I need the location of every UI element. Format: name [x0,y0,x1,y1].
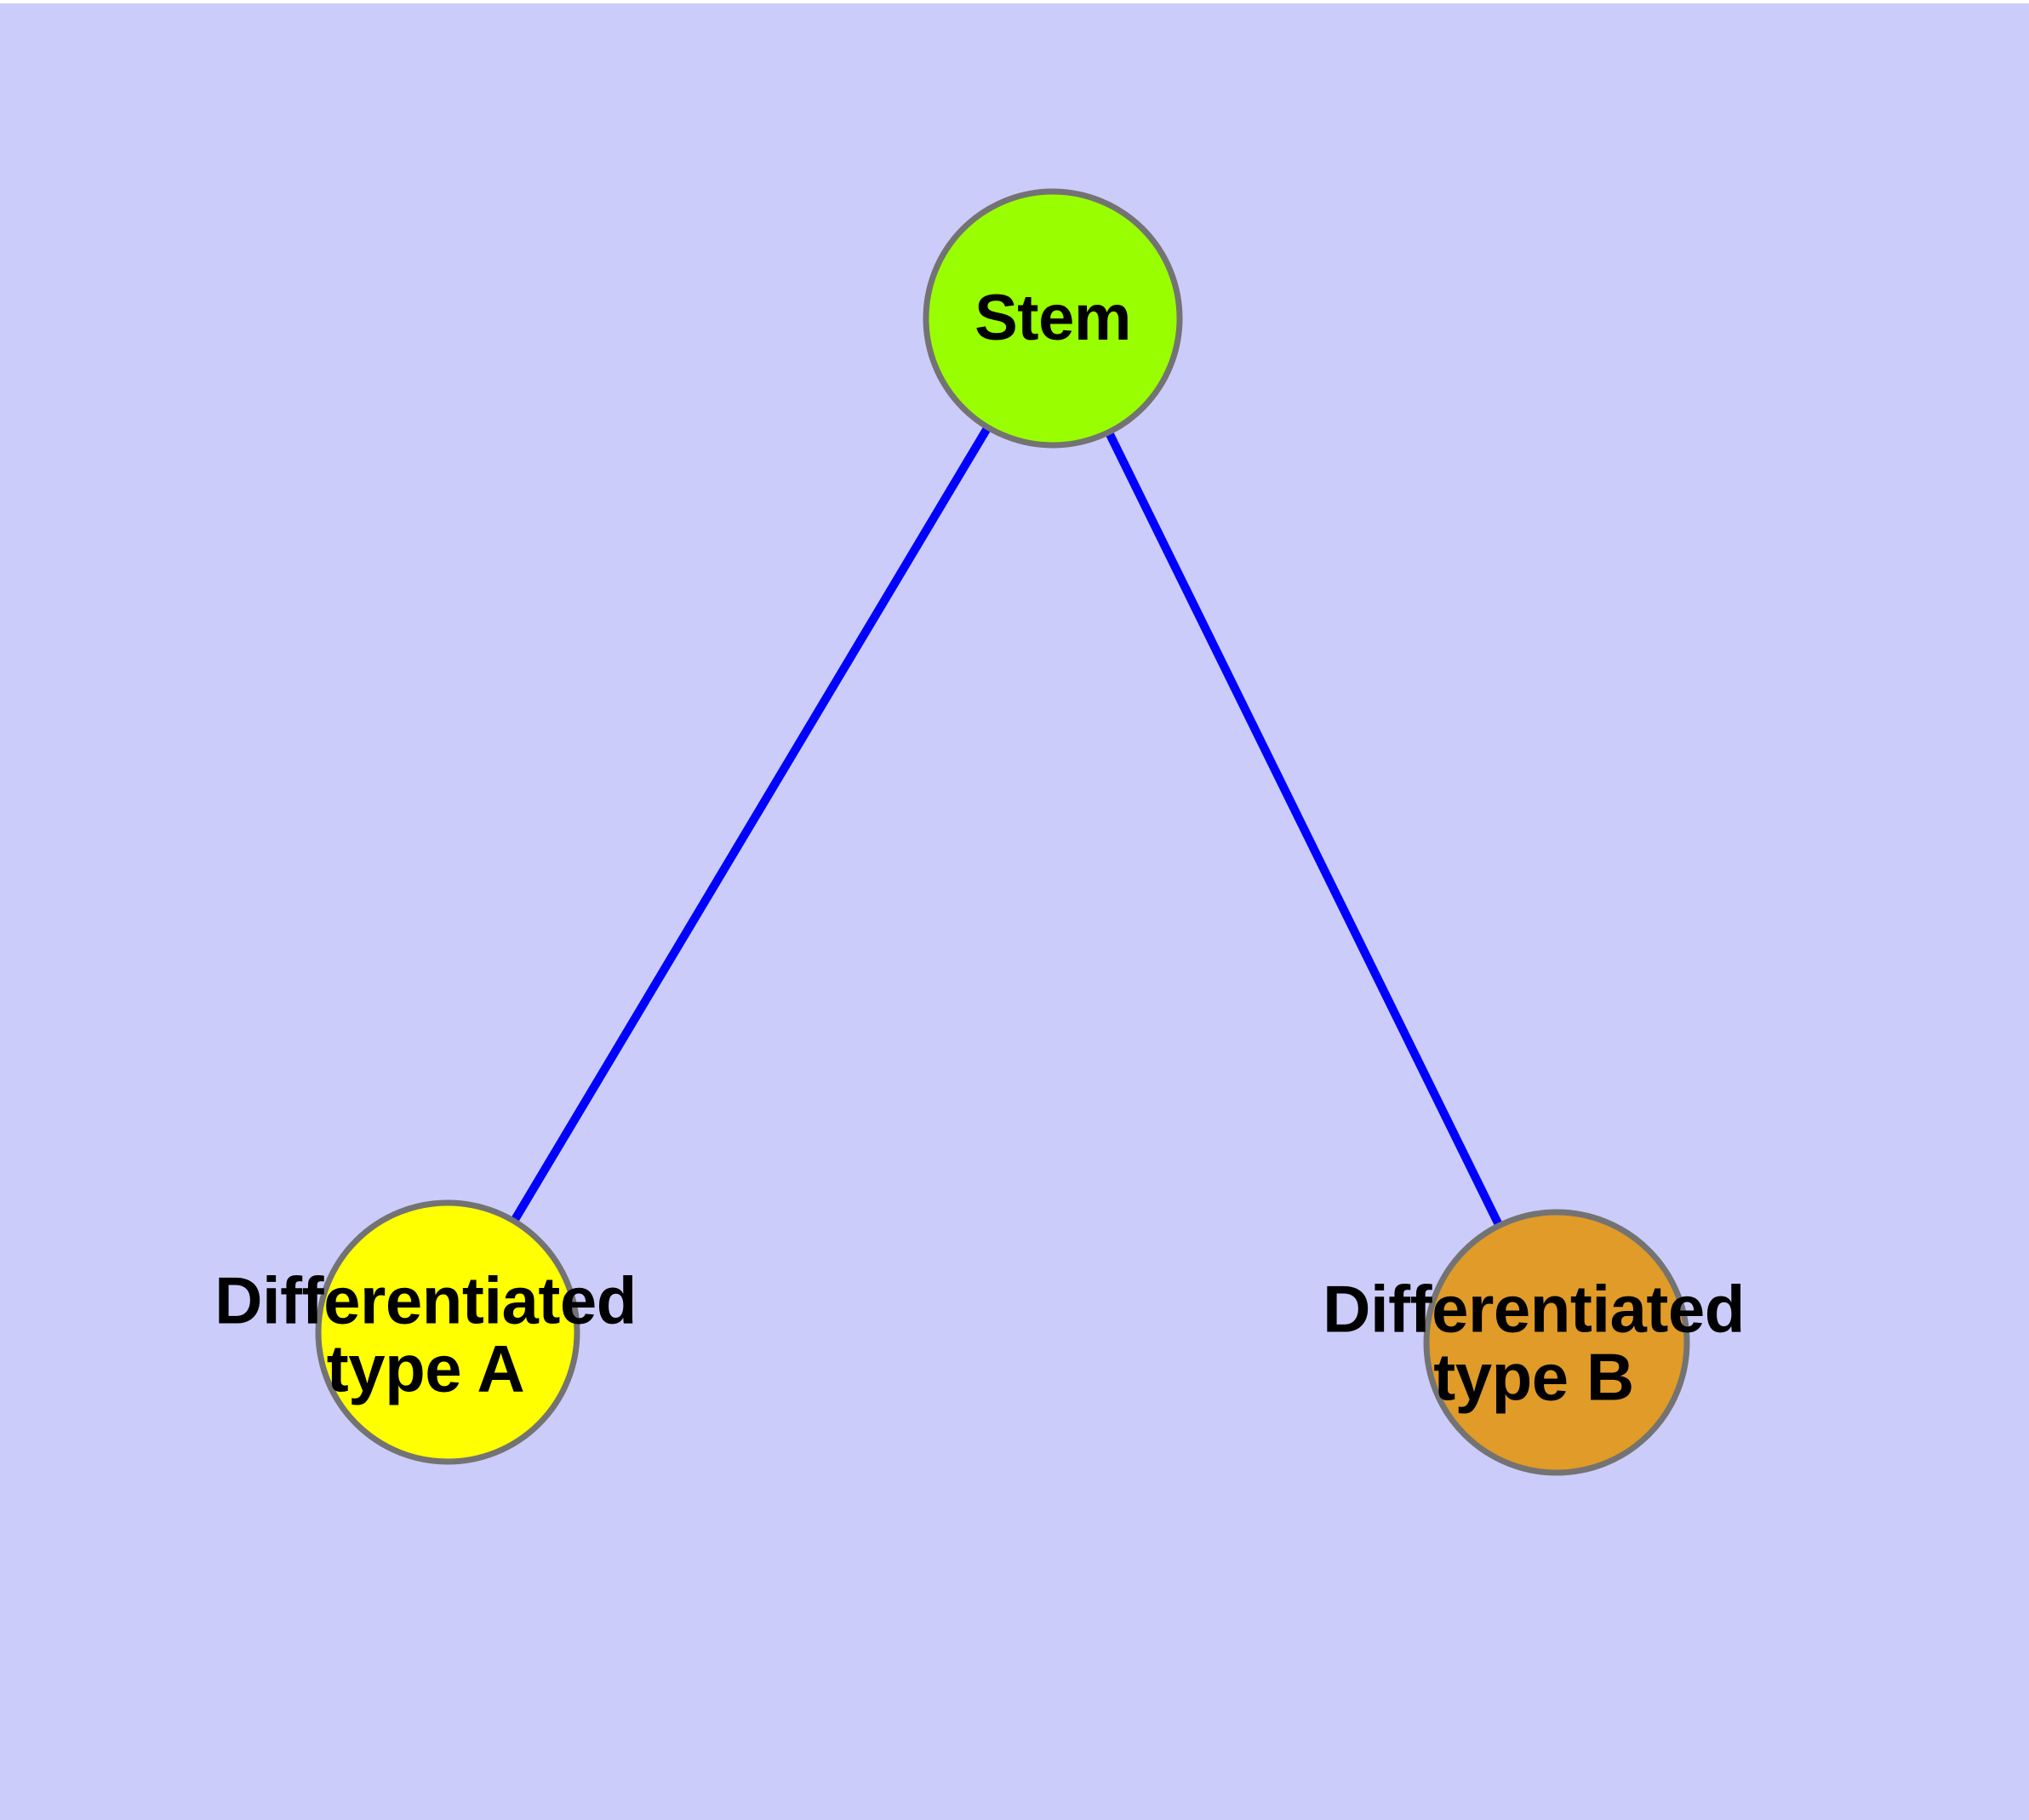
node-layer [315,188,1690,1476]
node-differentiated-type-b[interactable] [1423,1209,1690,1476]
edge-layer [443,316,1561,1345]
edge-stem-to-type-a[interactable] [443,316,1057,1335]
node-differentiated-type-a[interactable] [315,1199,580,1465]
edge-stem-to-type-b[interactable] [1049,316,1561,1345]
node-stem[interactable] [923,188,1183,449]
